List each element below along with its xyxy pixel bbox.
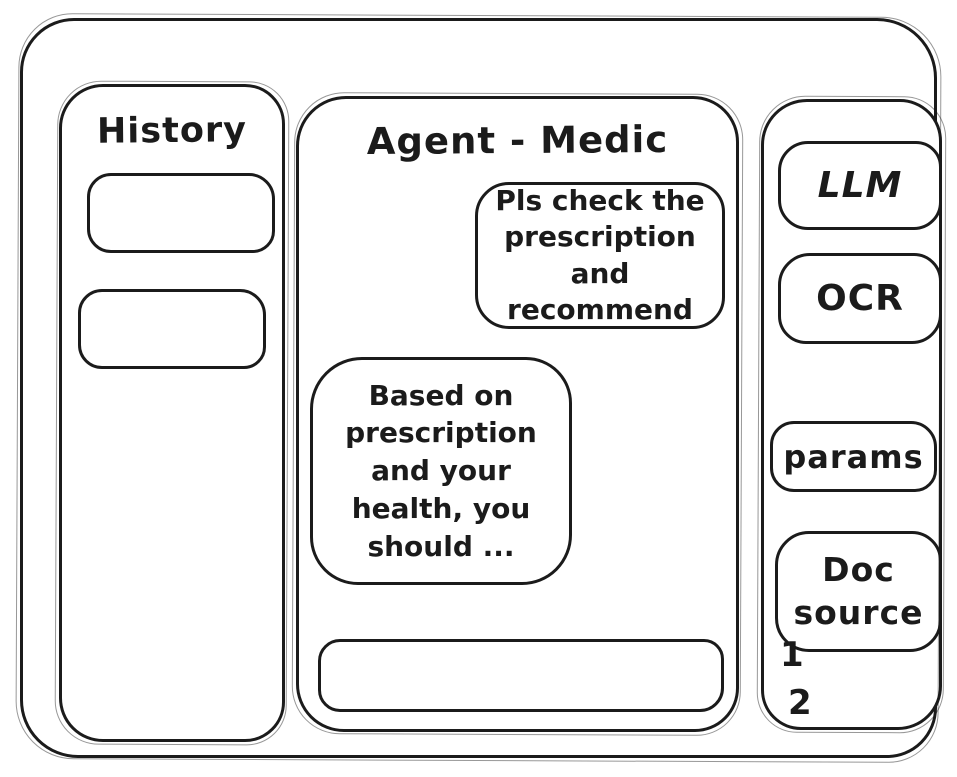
ocr-button[interactable]: OCR (778, 253, 942, 344)
user-message-text: Pls check the prescription and recommend (495, 183, 705, 326)
history-title: History (96, 110, 248, 152)
user-message-bubble: Pls check the prescription and recommend (475, 182, 725, 329)
chat-input[interactable] (318, 639, 724, 712)
assistant-message-bubble: Based on prescription and your health, y… (310, 357, 572, 585)
chat-panel: Agent - Medic Pls check the prescription… (296, 96, 739, 732)
doc-source-button[interactable]: Doc source (775, 531, 942, 652)
history-item[interactable] (78, 289, 266, 369)
doc-source-item-1[interactable]: 1 (780, 635, 804, 675)
history-item[interactable] (87, 173, 275, 253)
tools-panel: LLM OCR params Doc source 1 2 (761, 99, 942, 730)
app-frame: History Agent - Medic Pls check the pres… (20, 18, 942, 758)
llm-button[interactable]: LLM (778, 141, 942, 230)
params-button[interactable]: params (770, 421, 937, 492)
assistant-message-text: Based on prescription and your health, y… (345, 378, 537, 563)
history-panel: History (59, 84, 285, 742)
doc-source-item-2[interactable]: 2 (788, 683, 812, 723)
chat-title: Agent - Medic (366, 117, 669, 164)
